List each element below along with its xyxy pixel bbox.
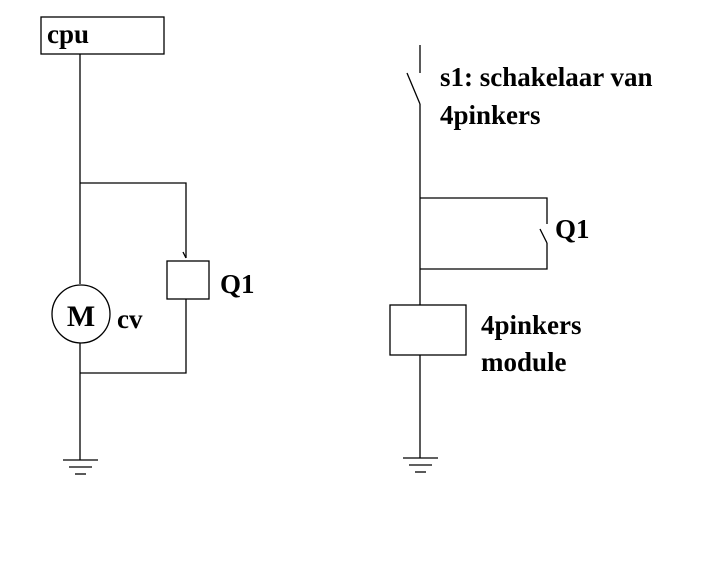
right-circuit: s1: schakelaar van 4pinkers Q1 4pinkers … — [389, 45, 653, 473]
switch-s1-label-line2: 4pinkers — [440, 100, 541, 130]
cpu-box — [40, 16, 165, 55]
ground-icon — [63, 459, 98, 475]
switch-s1-label-line1: s1: schakelaar van — [440, 62, 653, 92]
ground-icon — [403, 457, 438, 473]
cpu-label: cpu — [47, 19, 89, 49]
relay-contact-q1-icon — [539, 228, 548, 244]
motor-letter: M — [67, 300, 95, 333]
left-upper-branch-wire — [80, 182, 187, 258]
module-label-line1: 4pinkers — [481, 310, 582, 340]
right-branch-bottom-wire — [420, 243, 548, 270]
motor-symbol — [51, 284, 111, 344]
switch-s1-icon — [406, 72, 421, 105]
module-box — [389, 304, 467, 356]
motor-cv-label: cv — [117, 304, 143, 334]
relay-q1-label: Q1 — [220, 269, 255, 299]
left-lower-branch-wire — [80, 299, 187, 374]
module-label-line2: module — [481, 347, 567, 377]
contact-q1-label: Q1 — [555, 214, 590, 244]
relay-coil-q1 — [166, 260, 210, 300]
relay-contact-tick — [182, 251, 187, 259]
left-circuit: cpu Q1 M cv — [40, 16, 255, 475]
right-branch-top-wire — [420, 197, 548, 224]
